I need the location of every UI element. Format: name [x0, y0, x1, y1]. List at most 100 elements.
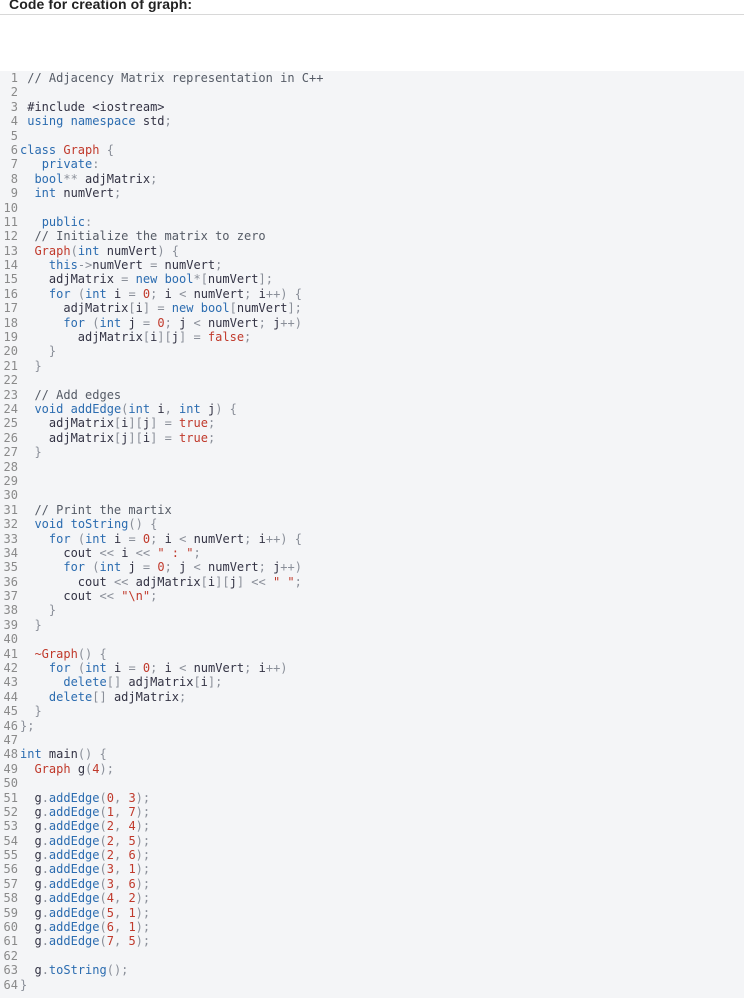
code-line: 59 g.addEdge(5, 1);: [0, 906, 744, 920]
line-number: 48: [3, 747, 18, 762]
line-number: 61: [3, 934, 18, 949]
line-number: 34: [3, 545, 18, 560]
line-number: 1: [10, 71, 18, 85]
code-line: 42 for (int i = 0; i < numVert; i++): [0, 661, 744, 675]
code-text: // Initialize the matrix to zero: [34, 229, 266, 244]
line-number: 43: [3, 675, 18, 690]
code-text: // Adjacency Matrix representation in C+…: [27, 71, 324, 85]
code-line: 15 adjMatrix = new bool*[numVert];: [0, 272, 744, 286]
line-number: 45: [3, 704, 18, 719]
code-line: 1 // Adjacency Matrix representation in …: [0, 71, 744, 85]
code-line: 14 this->numVert = numVert;: [0, 258, 744, 272]
line-number: 3: [10, 99, 18, 114]
code-line: 52 g.addEdge(1, 7);: [0, 805, 744, 819]
code-text: delete[] adjMatrix;: [48, 689, 187, 704]
code-text: public:: [41, 214, 93, 229]
line-number: 56: [3, 862, 18, 877]
line-number: 21: [3, 358, 18, 373]
code-text: }: [34, 617, 42, 632]
code-text: using namespace std;: [27, 114, 172, 129]
code-text: g.addEdge(5, 1);: [34, 905, 151, 920]
code-text: g.addEdge(2, 4);: [34, 819, 151, 834]
code-line: 54 g.addEdge(2, 5);: [0, 834, 744, 848]
code-line: 49 Graph g(4);: [0, 762, 744, 776]
code-text: delete[] adjMatrix[i];: [63, 675, 223, 690]
line-number: 4: [10, 114, 18, 129]
code-text: }: [34, 704, 42, 719]
code-text: #include <iostream>: [27, 99, 165, 114]
line-number: 42: [3, 661, 18, 676]
line-number: 7: [10, 157, 18, 172]
line-number: 55: [3, 848, 18, 863]
line-number: 63: [3, 963, 18, 978]
code-text: cout << adjMatrix[i][j] << " ";: [77, 574, 302, 589]
code-line: 39 }: [0, 618, 744, 632]
code-line: 5: [0, 129, 744, 143]
line-number: 64: [3, 977, 18, 992]
line-number: 37: [3, 589, 18, 604]
code-text: this->numVert = numVert;: [48, 258, 223, 273]
line-number: 25: [3, 416, 18, 431]
line-number: 54: [3, 833, 18, 848]
line-number: 33: [3, 531, 18, 546]
code-line: 4 using namespace std;: [0, 114, 744, 128]
line-number: 44: [3, 689, 18, 704]
line-number: 29: [3, 473, 18, 488]
line-number: 16: [3, 286, 18, 301]
code-text: }: [20, 977, 28, 992]
code-text: g.addEdge(1, 7);: [34, 804, 151, 819]
code-text: g.addEdge(3, 1);: [34, 862, 151, 877]
code-line: 3 #include <iostream>: [0, 100, 744, 114]
code-text: adjMatrix = new bool*[numVert];: [48, 272, 273, 287]
line-number: 35: [3, 560, 18, 575]
line-number: 5: [10, 128, 18, 143]
code-line: 26 adjMatrix[j][i] = true;: [0, 431, 744, 445]
code-line: 19 adjMatrix[i][j] = false;: [0, 330, 744, 344]
code-text: class Graph {: [20, 142, 114, 157]
code-line: 27 }: [0, 445, 744, 459]
code-text: bool** adjMatrix;: [34, 171, 158, 186]
code-line: 22: [0, 373, 744, 387]
line-number: 8: [10, 171, 18, 186]
line-number: 38: [3, 603, 18, 618]
line-number: 6: [10, 142, 18, 157]
code-text: for (int j = 0; j < numVert; j++): [63, 315, 302, 330]
line-number: 60: [3, 920, 18, 935]
code-text: g.addEdge(2, 5);: [34, 833, 151, 848]
code-text: g.toString();: [34, 963, 129, 978]
code-line: 33 for (int i = 0; i < numVert; i++) {: [0, 532, 744, 546]
line-number: 14: [3, 258, 18, 273]
code-line: 21 }: [0, 359, 744, 373]
code-line: 31 // Print the martix: [0, 503, 744, 517]
code-line: 2: [0, 85, 744, 99]
code-text: for (int j = 0; j < numVert; j++): [63, 560, 302, 575]
code-line: 24 void addEdge(int i, int j) {: [0, 402, 744, 416]
line-number: 62: [3, 948, 18, 963]
code-text: adjMatrix[i][j] = true;: [48, 416, 216, 431]
code-text: g.addEdge(0, 3);: [34, 790, 151, 805]
code-text: Graph g(4);: [34, 761, 114, 776]
line-number: 41: [3, 646, 18, 661]
line-number: 49: [3, 761, 18, 776]
code-line: 35 for (int j = 0; j < numVert; j++): [0, 560, 744, 574]
line-number: 51: [3, 790, 18, 805]
code-text: g.addEdge(2, 6);: [34, 848, 151, 863]
line-number: 9: [10, 186, 18, 201]
code-line: 45 }: [0, 704, 744, 718]
code-text: for (int i = 0; i < numVert; i++) {: [48, 531, 302, 546]
code-text: adjMatrix[i] = new bool[numVert];: [63, 301, 302, 316]
line-number: 10: [3, 200, 18, 215]
line-number: 40: [3, 632, 18, 647]
code-line: 32 void toString() {: [0, 517, 744, 531]
code-line: 60 g.addEdge(6, 1);: [0, 920, 744, 934]
line-number: 30: [3, 488, 18, 503]
code-line: 56 g.addEdge(3, 1);: [0, 862, 744, 876]
line-number: 58: [3, 891, 18, 906]
code-text: adjMatrix[j][i] = true;: [48, 430, 216, 445]
code-line: 57 g.addEdge(3, 6);: [0, 877, 744, 891]
code-line: 40: [0, 632, 744, 646]
code-text: void addEdge(int i, int j) {: [34, 401, 237, 416]
code-line: 53 g.addEdge(2, 4);: [0, 819, 744, 833]
code-line: 37 cout << "\n";: [0, 589, 744, 603]
